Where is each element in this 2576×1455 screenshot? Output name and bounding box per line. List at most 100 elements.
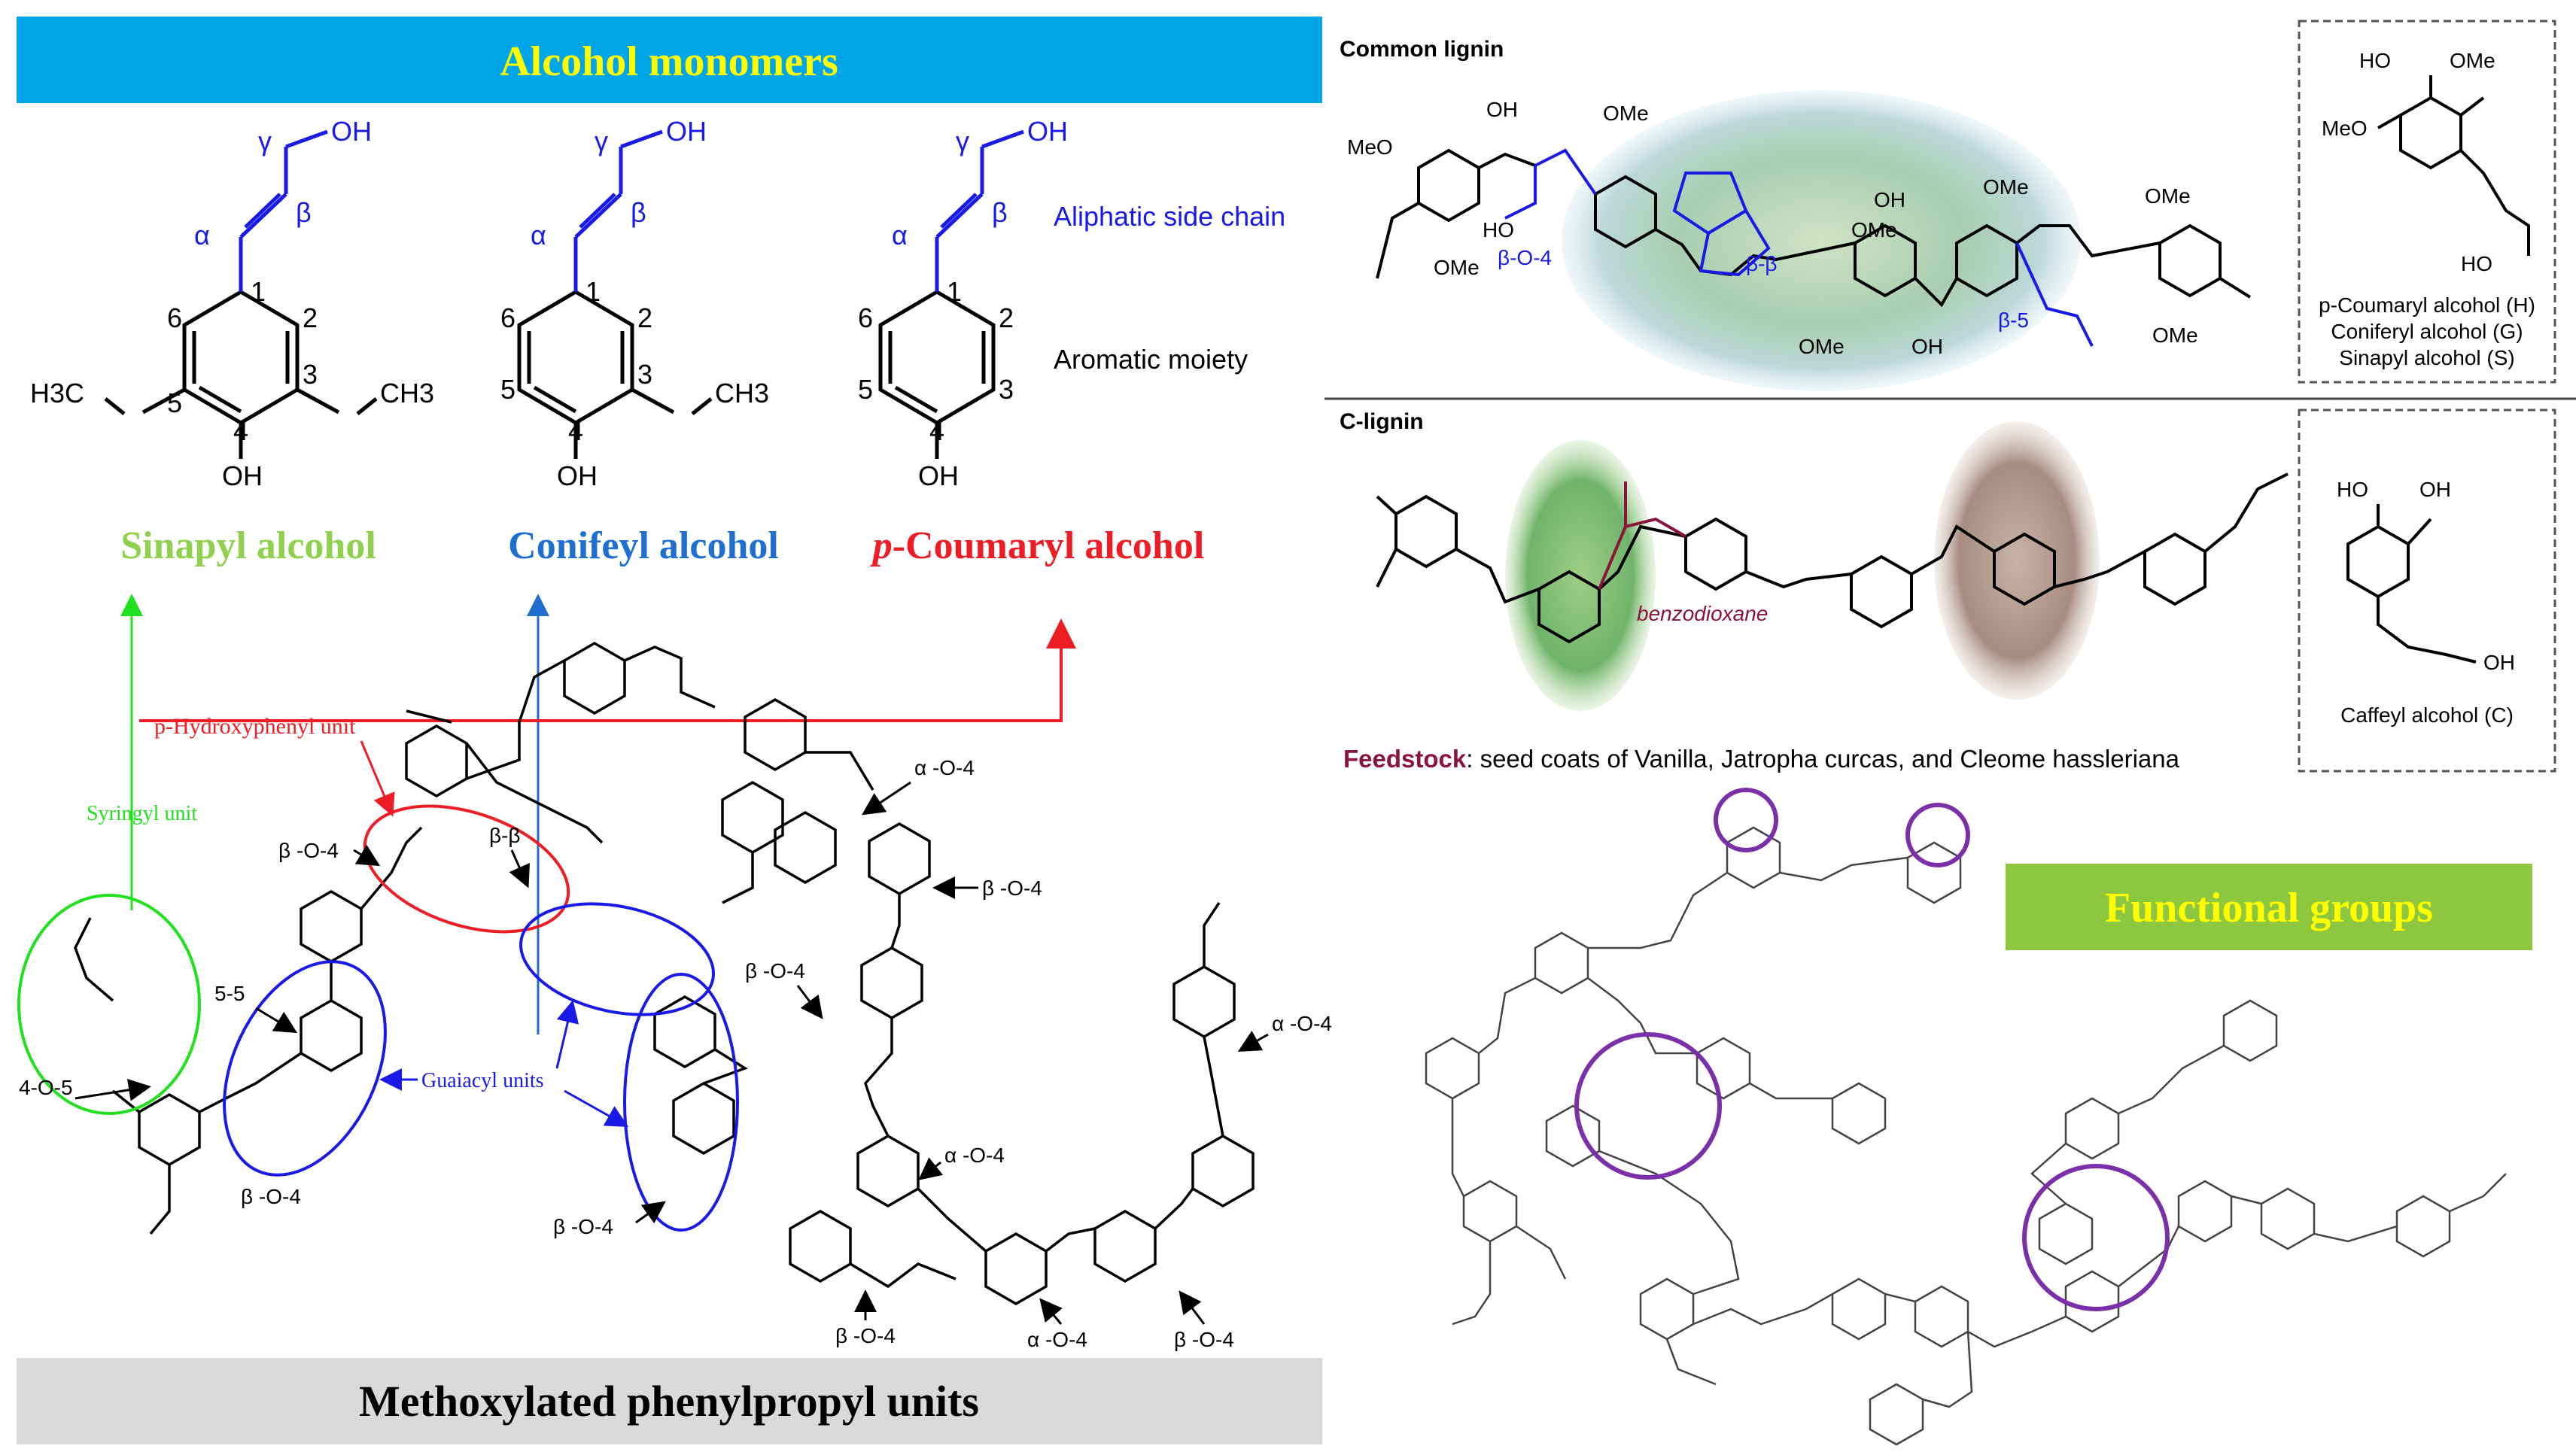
c-lignin-red-bonds — [1598, 481, 1686, 590]
sinapyl-n4: 4 — [233, 415, 248, 446]
banner-methoxylated — [17, 1358, 1322, 1444]
coumaryl-n6: 6 — [858, 302, 873, 333]
coumaryl-n1: 1 — [947, 276, 962, 307]
banner-alcohol-monomers — [17, 17, 1322, 103]
sinapyl-oh-bottom: OH — [222, 460, 263, 491]
linkage-arrow-7 — [796, 985, 823, 1019]
coumaryl-oh-top: OH — [1027, 116, 1068, 147]
coniferyl-beta: β — [631, 197, 646, 228]
coumaryl-alpha: α — [892, 220, 908, 251]
linkage-label-9: α -O-4 — [944, 1144, 1005, 1167]
linkage-arrow-12 — [1039, 1298, 1063, 1325]
forest-image-ellipse — [1562, 90, 2081, 391]
coumaryl-oh-bottom: OH — [918, 460, 959, 491]
linkage-label-13: α -O-4 — [1027, 1328, 1087, 1351]
green-fiber-ellipse — [1505, 440, 1656, 711]
common-atom-ome-5: OMe — [1799, 335, 1845, 358]
linkage-arrow-4 — [255, 1007, 298, 1034]
coniferyl-och3: CH3 — [715, 378, 769, 409]
syringyl-label: Syringyl unit — [87, 802, 197, 825]
common-atom-ho: HO — [1483, 218, 1514, 241]
coumaryl-n4: 4 — [929, 415, 944, 446]
coniferyl-n3: 3 — [637, 359, 652, 390]
sinapyl-alcohol-name: Sinapyl alcohol — [120, 524, 376, 567]
feedstock-text: : seed coats of Vanilla, Jatropha curcas… — [1466, 745, 2179, 773]
guaiacyl-label: Guaiacyl units — [421, 1069, 544, 1092]
linkage-arrow-2 — [509, 849, 530, 888]
aliphatic-oh-circle — [1574, 1032, 1722, 1180]
linkage-label-6: β -O-4 — [241, 1185, 301, 1208]
c-lignin-title: C-lignin — [1340, 409, 1424, 434]
guaiacyl-ellipse-1 — [223, 960, 387, 1177]
sinapyl-n2: 2 — [303, 302, 318, 333]
sinapyl-structure — [104, 129, 378, 459]
common-linkage-b-o-4: β-O-4 — [1498, 246, 1552, 269]
linkage-label-5: 4-O-5 — [19, 1076, 73, 1099]
guaiacyl-ellipse-2 — [519, 902, 715, 1016]
common-lignin-title: Common lignin — [1340, 37, 1504, 62]
monolignol-meo: MeO — [2322, 117, 2368, 140]
seed-coat-ellipse — [1934, 421, 2100, 700]
linkage-label-4: 5-5 — [214, 982, 245, 1005]
common-atom-ome-7: OMe — [2152, 324, 2198, 347]
c-lignin-skeleton — [1376, 472, 2289, 644]
linkage-arrow-10 — [635, 1201, 666, 1224]
functional-groups-skeleton — [1425, 826, 2507, 1446]
lignin-polymer-skeleton — [74, 641, 1255, 1306]
linkage-label-1: β -O-4 — [278, 839, 339, 862]
linkage-label-14: β -O-4 — [1174, 1328, 1234, 1351]
sinapyl-gamma: γ — [258, 126, 272, 156]
linkage-label-3: α -O-4 — [914, 756, 975, 779]
monolignol-h: p-Coumaryl alcohol (H) — [2319, 293, 2535, 317]
beta-o-4-circle — [2022, 1164, 2170, 1311]
common-atom-ome-1: OMe — [1603, 102, 1649, 125]
aliphatic-side-chain-label: Aliphatic side chain — [1054, 201, 1285, 232]
caffeyl-name: Caffeyl alcohol (C) — [2340, 703, 2514, 727]
functional-groups-text: Functional groups — [2105, 885, 2433, 931]
coniferyl-n2: 2 — [637, 302, 652, 333]
p-hydroxyphenyl-line — [139, 618, 1076, 722]
p-prefix: p — [870, 524, 893, 567]
sinapyl-n1: 1 — [251, 276, 266, 307]
monolignol-box — [2298, 20, 2556, 384]
coniferyl-oh-top: OH — [666, 116, 707, 147]
coniferyl-n1: 1 — [585, 276, 601, 307]
monolignol-structure — [2377, 75, 2530, 256]
sinapyl-och3: CH3 — [380, 378, 434, 409]
linkage-arrow-5 — [75, 1078, 151, 1101]
coniferyl-alpha: α — [531, 220, 546, 251]
p-hydroxyphenyl-ellipse — [363, 804, 570, 934]
monolignol-ome: OMe — [2450, 49, 2495, 72]
caffeyl-oh-2: OH — [2483, 651, 2515, 674]
coniferyl-alcohol-name: Conifeyl alcohol — [508, 524, 779, 567]
sinapyl-alpha: α — [194, 220, 210, 251]
coumaryl-beta: β — [992, 197, 1008, 228]
guaiacyl-pointer-2 — [555, 1000, 579, 1069]
common-linkage-b-b: β-β — [1746, 252, 1778, 275]
sinapyl-h3co: H3C — [30, 378, 84, 409]
sinapyl-beta: β — [296, 197, 312, 228]
syringyl-ellipse — [17, 894, 201, 1115]
linkage-arrow-3 — [862, 781, 911, 816]
sinapyl-n3: 3 — [303, 359, 318, 390]
coumaryl-n2: 2 — [999, 302, 1014, 333]
coniferyl-n6: 6 — [500, 302, 516, 333]
common-lignin-blue-bonds — [1504, 148, 2094, 347]
feedstock-label: Feedstock — [1343, 745, 1467, 773]
coumaryl-n5: 5 — [858, 374, 873, 405]
functional-groups-banner — [2006, 864, 2532, 950]
monolignol-s: Sinapyl alcohol (S) — [2339, 346, 2514, 369]
guaiacyl-ellipse-3 — [623, 973, 739, 1232]
common-atom-oh-3: OH — [1911, 335, 1943, 358]
common-atom-meo: MeO — [1347, 135, 1393, 159]
coniferyl-gamma: γ — [595, 126, 608, 156]
aromatic-moiety-label: Aromatic moiety — [1054, 344, 1248, 375]
feedstock-line: Feedstock: seed coats of Vanilla, Jatrop… — [1343, 745, 2180, 773]
caffeyl-structure — [2346, 504, 2477, 664]
coniferyl-oh-bottom: OH — [557, 460, 598, 491]
linkage-arrow-1 — [353, 844, 381, 867]
monolignol-g: Coniferyl alcohol (G) — [2331, 320, 2523, 343]
linkage-label-8: β -O-4 — [745, 959, 805, 983]
coniferyl-n5: 5 — [500, 374, 516, 405]
common-atom-ome-2: OMe — [1434, 256, 1480, 279]
